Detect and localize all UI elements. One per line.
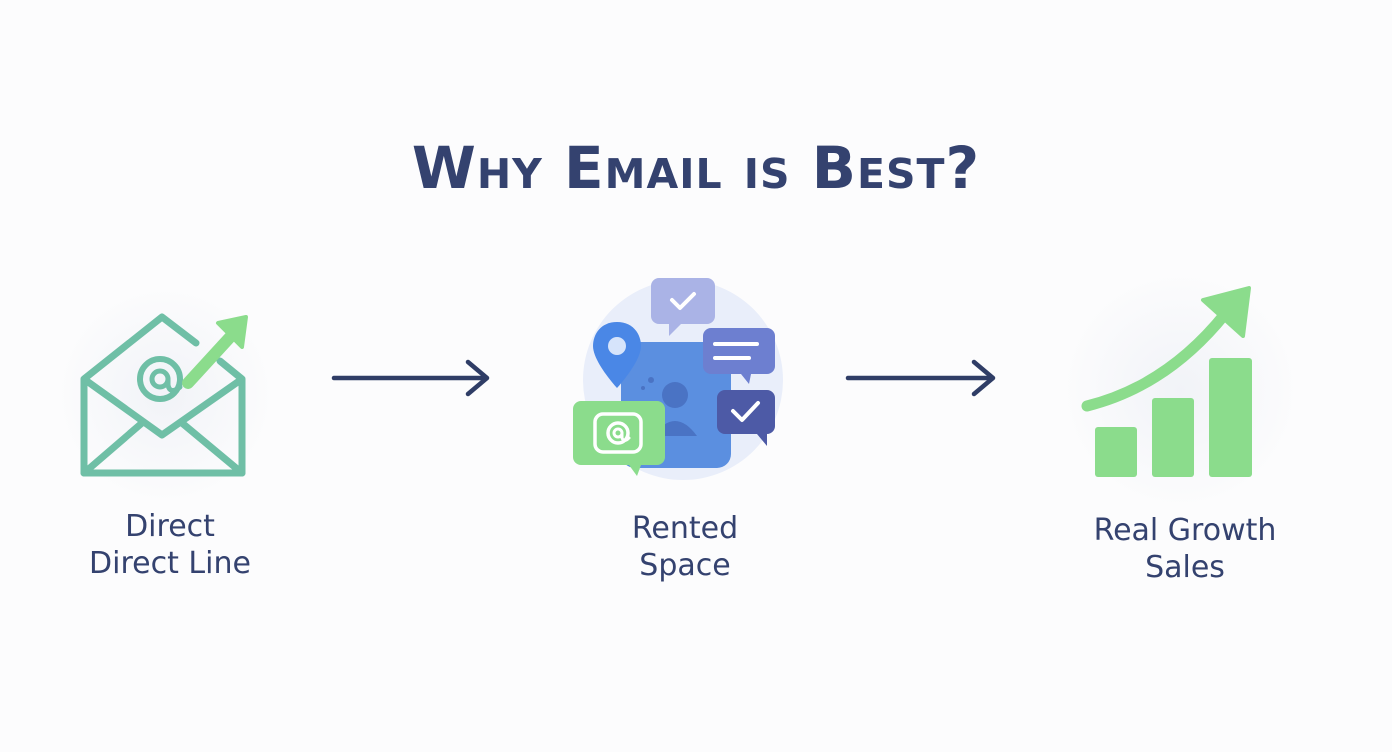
arrow-right-icon — [331, 359, 490, 397]
step-label-growth: Real Growth Sales — [1093, 513, 1277, 585]
step-label-direct: Direct Direct Line — [89, 509, 251, 581]
growth-chart-icon — [1081, 286, 1252, 477]
email-envelope-icon — [80, 313, 248, 477]
step-label-rented: Rented Space — [631, 511, 739, 583]
arrow-right-icon — [845, 359, 996, 397]
social-media-chat-icon — [573, 278, 783, 480]
diagram-title: Why Email is Best? — [411, 134, 981, 202]
